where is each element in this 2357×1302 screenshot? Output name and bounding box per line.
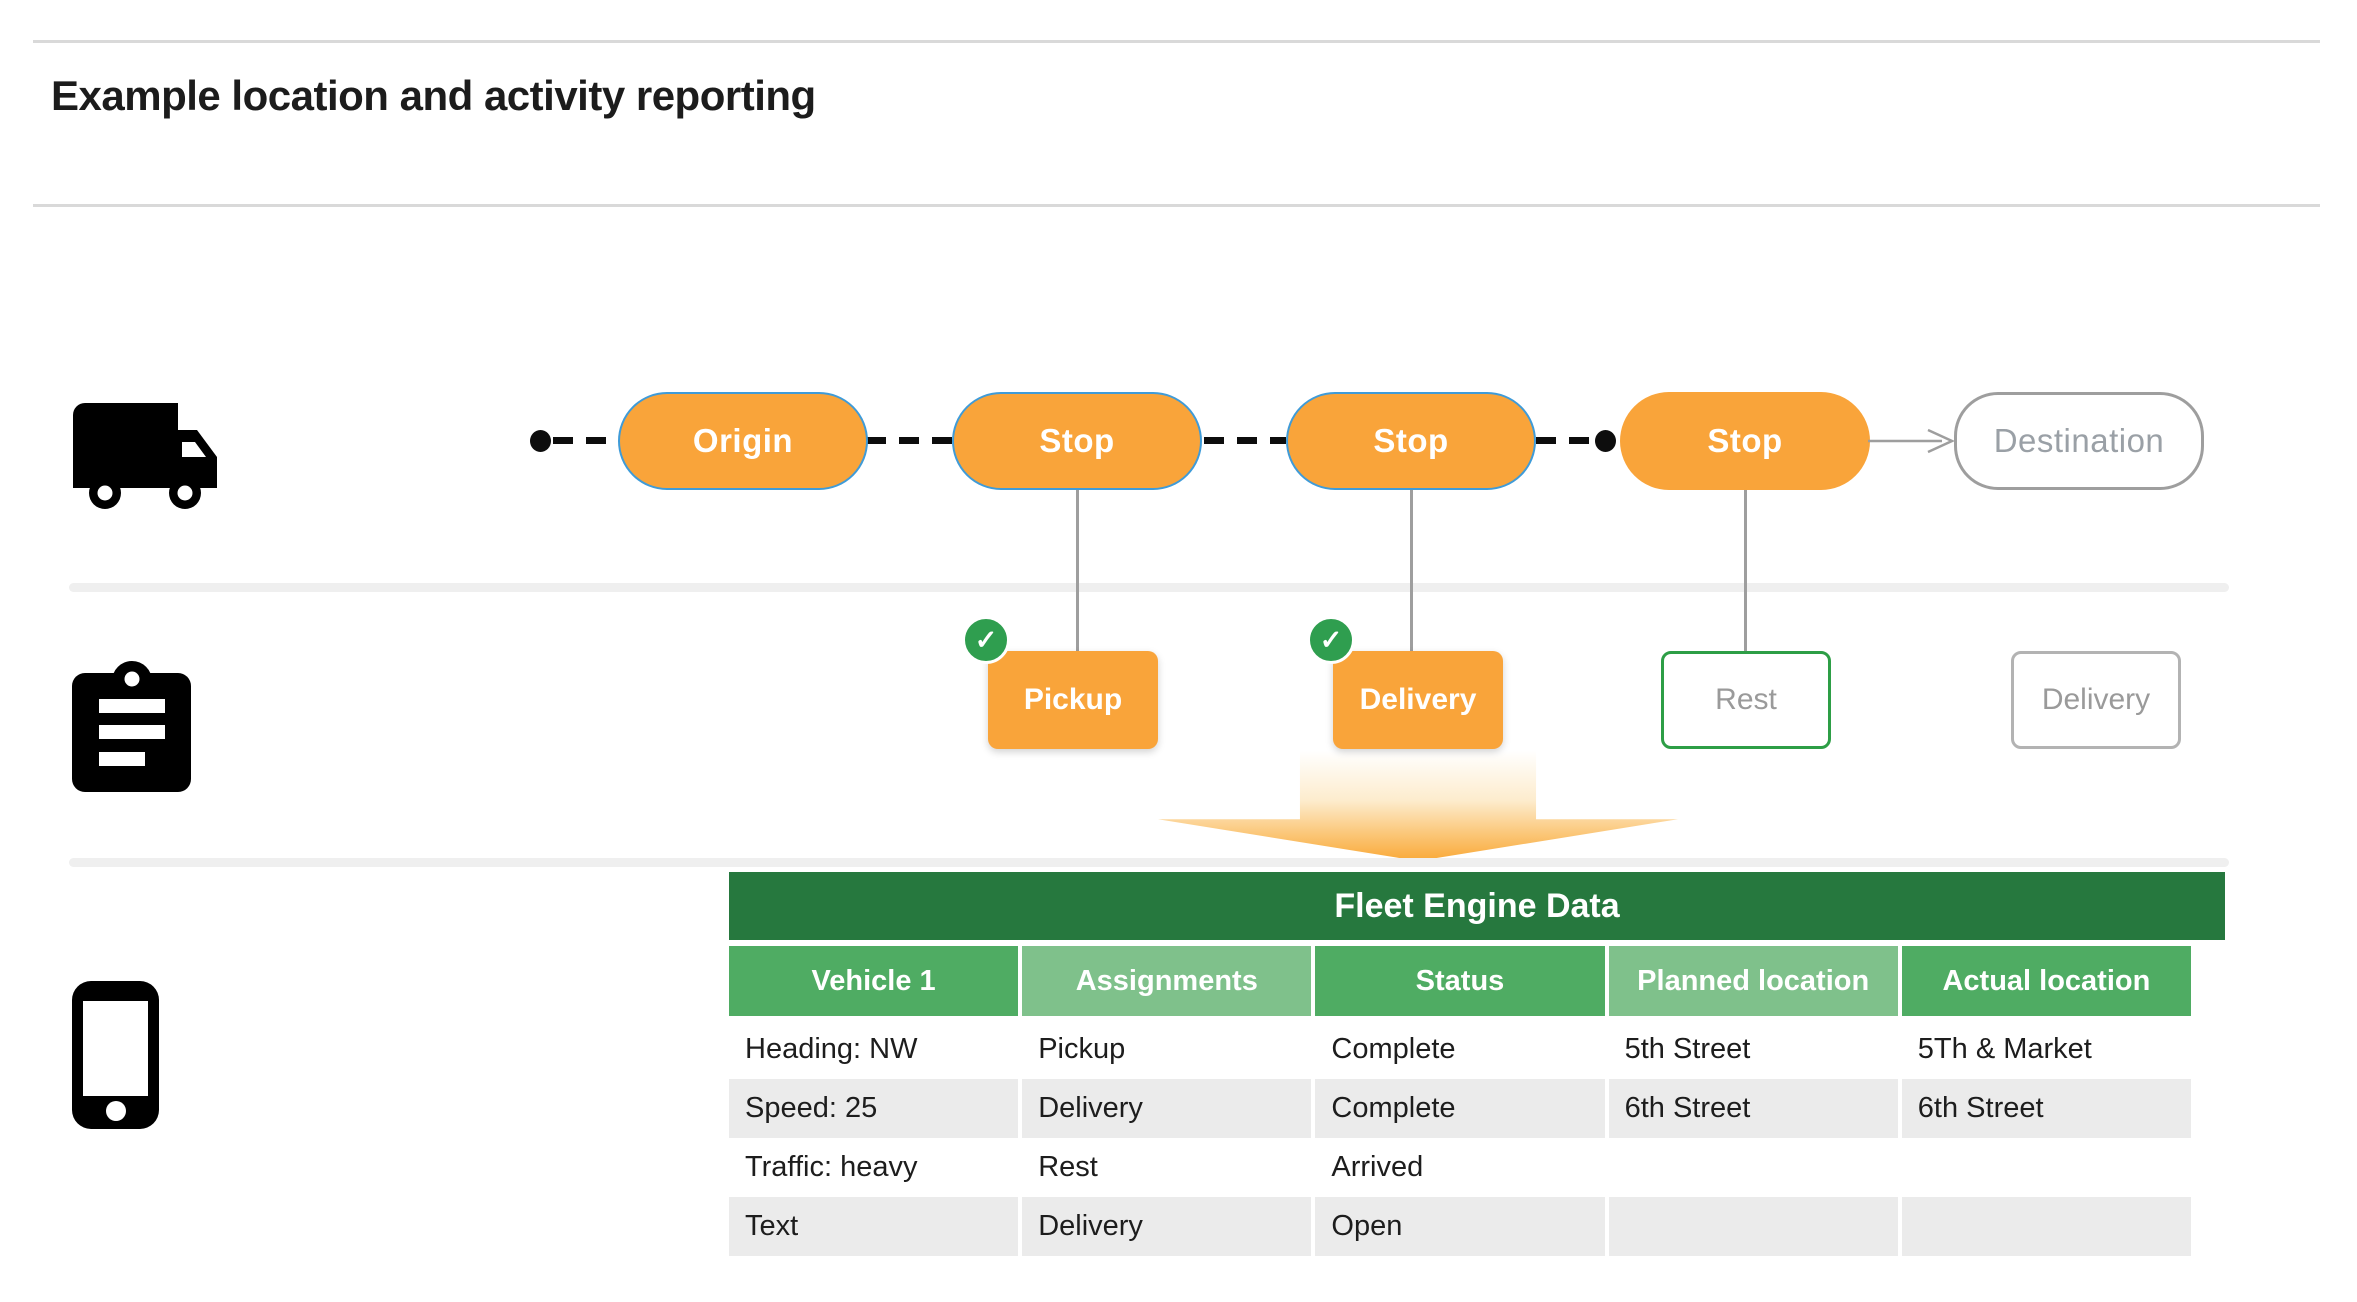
table-header-row: Vehicle 1 Assignments Status Planned loc…	[729, 946, 2191, 1016]
route-stop-origin: Origin	[618, 392, 868, 490]
section-divider	[69, 583, 2229, 592]
clipboard-icon	[72, 661, 191, 792]
table-cell: 6th Street	[1608, 1079, 1898, 1138]
table-cell: Pickup	[1022, 1020, 1312, 1079]
table-cell: Delivery	[1022, 1079, 1312, 1138]
activity-label: Delivery	[2041, 683, 2151, 716]
activity-box-delivery: ✓ Delivery	[1307, 616, 1503, 749]
check-icon: ✓	[974, 624, 998, 655]
column-header-vehicle: Vehicle 1	[729, 946, 1019, 1016]
table-cell: Speed: 25	[729, 1079, 1019, 1138]
column-header-actual-location: Actual location	[1901, 946, 2191, 1016]
activity-label: Delivery	[1359, 683, 1477, 716]
data-flow-arrow	[1158, 751, 1678, 861]
route-dash-segment	[866, 437, 952, 444]
route-stop-2: Stop	[1286, 392, 1536, 490]
table-cell: Complete	[1315, 1020, 1605, 1079]
table-cell: Complete	[1315, 1079, 1605, 1138]
route-current-dot	[1595, 430, 1616, 452]
route-stop-label: Stop	[1039, 422, 1115, 459]
route-stop-label: Stop	[1373, 422, 1449, 459]
route-dash-segment	[1204, 437, 1286, 444]
route-stop-label: Stop	[1707, 422, 1783, 459]
table-cell: 5Th & Market	[1901, 1020, 2191, 1079]
table-cell	[1901, 1138, 2191, 1197]
page-title: Example location and activity reporting	[51, 72, 816, 119]
top-hairline	[33, 40, 2320, 43]
activity-label: Pickup	[1023, 683, 1123, 716]
check-icon: ✓	[1319, 624, 1343, 655]
table-body: Heading: NW Pickup Complete 5th Street 5…	[729, 1020, 2191, 1256]
route-stop-3: Stop	[1620, 392, 1870, 490]
column-header-planned-location: Planned location	[1608, 946, 1898, 1016]
table-cell	[1608, 1197, 1898, 1256]
table-cell: Heading: NW	[729, 1020, 1019, 1079]
route-start-dot	[530, 430, 551, 452]
table-cell	[1901, 1197, 2191, 1256]
table-cell	[1608, 1138, 1898, 1197]
table-title: Fleet Engine Data	[729, 872, 2225, 940]
table-cell: Delivery	[1022, 1197, 1312, 1256]
route-stop-label: Destination	[1993, 422, 2165, 459]
table-cell: Traffic: heavy	[729, 1138, 1019, 1197]
column-header-status: Status	[1315, 946, 1605, 1016]
table-cell: Rest	[1022, 1138, 1312, 1197]
stop-connector-line	[1744, 490, 1747, 651]
route-destination: Destination	[1954, 392, 2204, 490]
table-cell: Open	[1315, 1197, 1605, 1256]
table-cell: Text	[729, 1197, 1019, 1256]
stop-connector-line	[1410, 490, 1413, 651]
activity-box-rest: Rest	[1661, 651, 1831, 749]
route-stop-label: Origin	[692, 422, 794, 459]
route-dash-segment	[1536, 437, 1596, 444]
header-hairline	[33, 204, 2320, 207]
check-badge: ✓	[1307, 616, 1355, 664]
activity-box-delivery-planned: Delivery	[2011, 651, 2181, 749]
column-header-assignments: Assignments	[1022, 946, 1312, 1016]
check-badge: ✓	[962, 616, 1010, 664]
stop-connector-line	[1076, 490, 1079, 651]
destination-arrow-icon	[1868, 428, 1956, 454]
activity-label: Rest	[1715, 683, 1777, 716]
table-cell: Arrived	[1315, 1138, 1605, 1197]
truck-icon	[73, 403, 217, 509]
phone-icon	[72, 981, 159, 1129]
route-dash-segment	[553, 437, 618, 444]
section-divider	[69, 858, 2229, 867]
activity-box-pickup: ✓ Pickup	[962, 616, 1158, 749]
table-cell: 5th Street	[1608, 1020, 1898, 1079]
route-stop-1: Stop	[952, 392, 1202, 490]
table-cell: 6th Street	[1901, 1079, 2191, 1138]
